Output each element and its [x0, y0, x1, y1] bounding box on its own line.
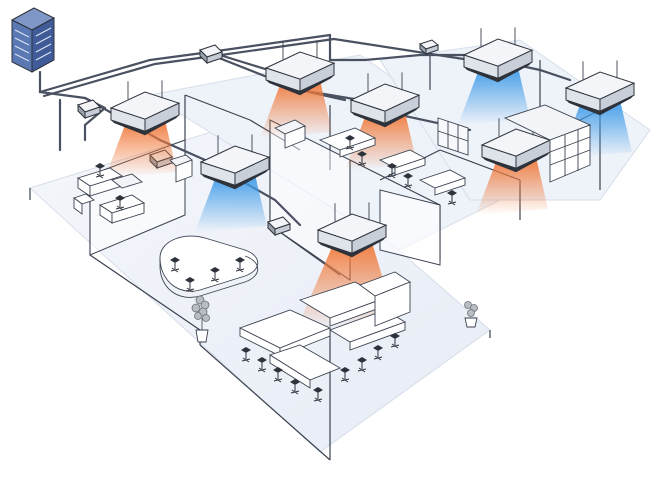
cabinet-icon — [273, 119, 307, 149]
pipe-trunk-top-b — [42, 37, 336, 98]
branch-box-1 — [199, 44, 223, 65]
furniture — [73, 104, 592, 389]
indoor-unit-4-airflow — [195, 176, 267, 232]
cabinet-icon — [169, 154, 193, 183]
indoor-unit-1 — [109, 80, 181, 136]
indoor-unit-6 — [564, 60, 636, 116]
branch-box-4 — [267, 216, 291, 237]
indoor-unit-7-airflow — [476, 159, 548, 215]
indoor-unit-2-airflow — [260, 82, 332, 138]
sofa-icon — [73, 167, 146, 224]
chair-icon — [390, 333, 400, 349]
chair-icon — [257, 357, 267, 373]
chair-icon — [185, 277, 195, 293]
potted-plant-icon — [464, 301, 478, 328]
chair-icon — [273, 367, 283, 383]
indoor-unit-8 — [316, 202, 388, 258]
indoor-unit-1-airflow — [105, 122, 177, 178]
indoor-unit-3 — [349, 72, 421, 128]
chair-icon — [235, 257, 245, 273]
chair-icon — [447, 190, 457, 206]
chair-icon — [170, 257, 180, 273]
branch-box-5 — [418, 39, 440, 56]
chair-icon — [340, 367, 350, 383]
chair-icon — [210, 267, 220, 283]
chair-icon — [313, 387, 323, 403]
chair-icon — [357, 357, 367, 373]
chair-icon — [387, 163, 397, 179]
chair-icon — [241, 347, 251, 363]
chairs — [95, 135, 457, 403]
vrf-outdoor-condenser-icon — [10, 7, 56, 73]
chair-icon — [95, 163, 105, 179]
chair-icon — [115, 195, 125, 211]
whiteboard-icon — [437, 117, 469, 156]
chair-icon — [290, 379, 300, 395]
desk-icon — [238, 271, 411, 389]
indoor-units — [109, 27, 636, 258]
conference-table-icon — [159, 235, 259, 298]
branch-box-2 — [77, 99, 101, 120]
pipe-trunk-top — [38, 33, 332, 94]
potted-plant-icon — [191, 295, 210, 343]
indoor-unit-2 — [264, 40, 336, 96]
indoor-unit-5 — [462, 27, 534, 83]
chair-icon — [357, 151, 367, 167]
chair-icon — [345, 135, 355, 151]
chair-icon — [403, 173, 413, 189]
indoor-unit-4 — [199, 134, 271, 190]
indoor-unit-5-airflow — [458, 69, 530, 125]
shelf-icon — [503, 104, 592, 183]
indoor-unit-7 — [480, 117, 552, 173]
chair-icon — [373, 345, 383, 361]
